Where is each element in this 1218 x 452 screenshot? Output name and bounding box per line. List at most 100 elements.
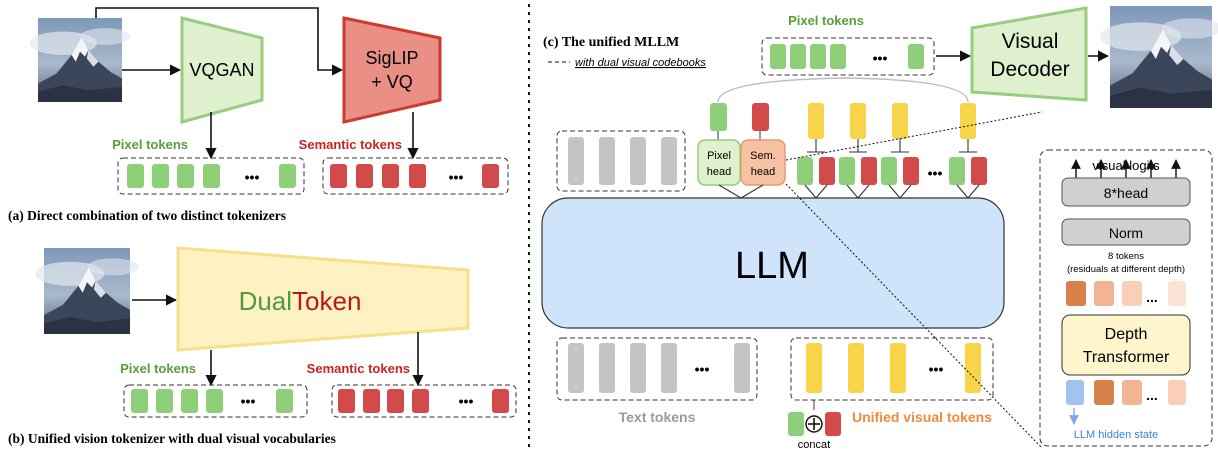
pred-pixel-token: [710, 103, 727, 131]
panel-a: VQGAN SigLIP + VQ Pixel tokens Semantic …: [8, 7, 509, 223]
sem-head-label-1: Sem.: [750, 150, 776, 162]
residual-token: [1168, 380, 1186, 405]
residual-token: [1094, 281, 1114, 306]
pixel-head-label-2: head: [707, 166, 731, 178]
pixel-token: [797, 157, 813, 185]
pixel-head: [697, 139, 741, 186]
pair-link: [899, 184, 912, 199]
semantic-token: [363, 389, 380, 413]
text-token: [630, 343, 646, 393]
text-token: [599, 343, 615, 393]
residuals-label: (residuals at different depth): [1067, 264, 1185, 275]
sigvq-label-1: SigLIP: [365, 48, 418, 68]
text-token: [568, 137, 584, 185]
semantic-token-box-b: [331, 384, 517, 418]
logit-arrows: [1071, 159, 1181, 178]
unified-token: [960, 103, 976, 139]
depth-transformer-block: [1061, 314, 1191, 376]
unified-token: [965, 343, 981, 393]
visual-decoder: [970, 6, 1088, 102]
input-unified-token-box: [790, 337, 994, 401]
llm-block: [541, 197, 1005, 329]
eight-head-label: 8*head: [1104, 185, 1148, 201]
semantic-token: [387, 389, 404, 413]
pixel-token: [131, 389, 148, 413]
caption-a: (a) Direct combination of two distinct t…: [8, 208, 286, 223]
input-text-token-box: [556, 337, 758, 401]
pixel-token: [770, 44, 786, 69]
ellipsis-depth-input: ...: [1146, 387, 1158, 403]
semantic-token: [971, 157, 987, 185]
ellipsis-semantic-a: •••: [449, 169, 464, 185]
unified-token: [848, 343, 864, 393]
semantic-token: [338, 389, 355, 413]
semantic-token: [482, 164, 499, 188]
depth-label-1: Depth: [1105, 326, 1148, 343]
norm-block: [1061, 218, 1191, 246]
sigvq-encoder: [342, 16, 442, 124]
ellipsis-residual: ...: [1146, 289, 1158, 305]
pred-semantic-token: [752, 103, 769, 131]
panel-b: DualToken Pixel tokens Semantic tokens •…: [8, 246, 517, 446]
pixel-tokens-label-a: Pixel tokens: [112, 137, 188, 152]
hidden-state-token: [1066, 380, 1084, 405]
text-token: [661, 137, 677, 185]
input-text-tokens: [568, 343, 750, 393]
concat-pixel-token: [788, 412, 804, 436]
pair-link: [815, 184, 828, 199]
output-text-token-box: [556, 130, 686, 192]
hidden-state-label: LLM hidden state: [1074, 429, 1158, 441]
pixel-token: [839, 157, 855, 185]
residual-token: [1122, 281, 1142, 306]
pixel-token: [203, 164, 220, 188]
output-unified-tokens: [808, 103, 976, 139]
ellipsis-pixel-a: •••: [245, 169, 260, 185]
pixel-token-box-b: [123, 384, 308, 418]
pixel-tokens-label-b: Pixel tokens: [120, 361, 196, 376]
vqgan-label: VQGAN: [189, 60, 254, 80]
pixel-token: [279, 164, 296, 188]
gather-curve: [717, 77, 969, 103]
semantic-token-row-a: [330, 164, 499, 188]
residual-token: [1094, 380, 1114, 405]
pixel-token-row-b: [131, 389, 293, 413]
semantic-token: [903, 157, 919, 185]
pixel-tokens-label-c: Pixel tokens: [788, 13, 864, 28]
pixel-token: [830, 44, 846, 69]
pixel-token: [206, 389, 223, 413]
dualtoken-part-dual: Dual: [239, 286, 292, 316]
depth-input-row: [1066, 380, 1186, 405]
zoom-line-top: [785, 111, 1043, 161]
text-token: [599, 137, 615, 185]
eight-tokens-label: 8 tokens: [1108, 251, 1144, 262]
pixel-token: [881, 157, 897, 185]
head-link: [740, 184, 764, 199]
pixel-token: [949, 157, 965, 185]
residual-token: [1122, 380, 1142, 405]
semantic-token-row-b: [338, 389, 509, 413]
semantic-tokens-label-a: Semantic tokens: [299, 137, 402, 152]
text-tokens-label: Text tokens: [619, 409, 696, 425]
ellipsis-pixel-c: •••: [873, 50, 888, 66]
zoom-line-bottom: [785, 183, 1043, 449]
semantic-token: [356, 164, 373, 188]
unified-token: [806, 343, 822, 393]
input-unified-tokens: [806, 343, 981, 393]
pixel-token-row-a: [127, 164, 296, 188]
unified-token: [892, 103, 908, 139]
pixel-token: [127, 164, 144, 188]
dualtoken-label: DualToken: [239, 286, 362, 316]
text-token: [734, 343, 750, 393]
norm-label: Norm: [1109, 225, 1143, 241]
dualtoken-part-token: Token: [292, 286, 361, 316]
semantic-token: [492, 389, 509, 413]
pair-link: [804, 184, 817, 199]
pair-link: [857, 184, 870, 199]
output-text-tokens: [568, 137, 677, 185]
ellipsis-unified-input: •••: [929, 361, 944, 377]
semantic-token: [819, 157, 835, 185]
panel-c: (c) The unified MLLM with dual visual co…: [541, 6, 1218, 451]
panel-c-subtitle: with dual visual codebooks: [575, 57, 706, 69]
pixel-token: [152, 164, 169, 188]
semantic-tokens-label-b: Semantic tokens: [307, 361, 410, 376]
